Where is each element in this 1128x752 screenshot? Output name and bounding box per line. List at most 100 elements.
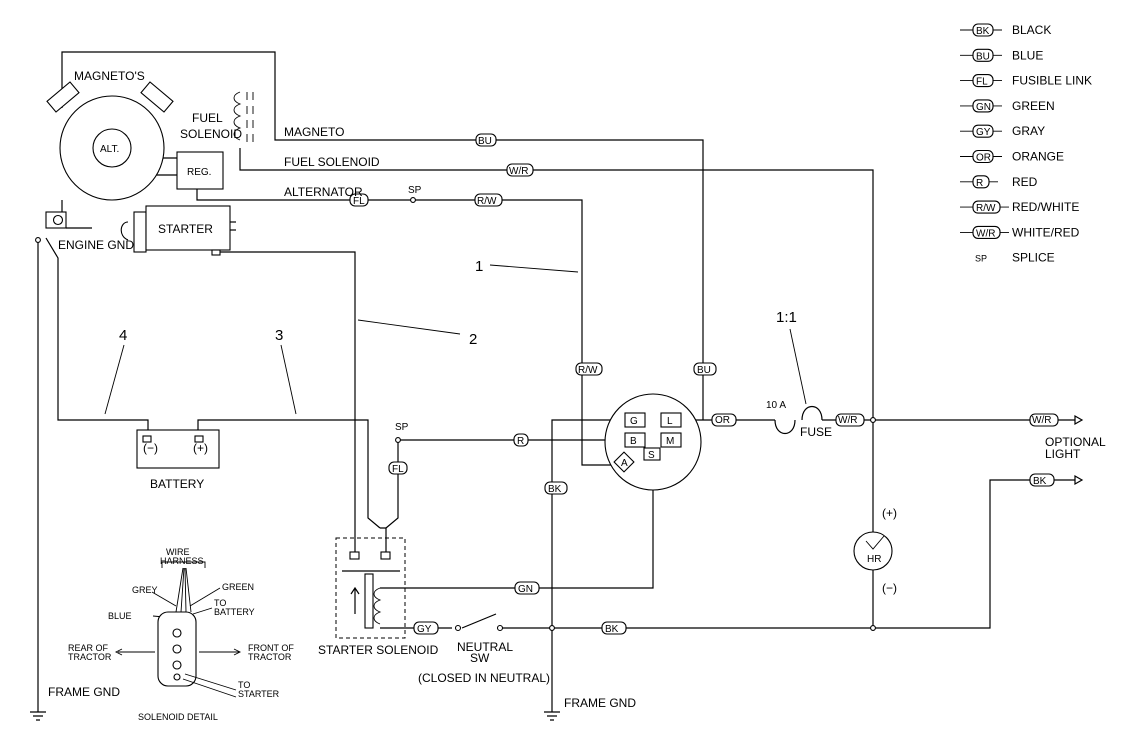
legend-label: WHITE/RED — [1012, 225, 1080, 239]
detail-green: GREEN — [222, 582, 254, 592]
callout-1-1: 1:1 — [776, 309, 797, 326]
terminal-a: A — [621, 458, 628, 469]
magneto-left — [46, 81, 80, 113]
splice-dots — [35, 197, 876, 631]
label-splice-top: SP — [408, 185, 422, 196]
label-hr-neg: (−) — [882, 581, 897, 595]
detail-to-1: TO — [214, 598, 226, 608]
legend-code: BU — [976, 51, 990, 62]
label-neutral: NEUTRAL — [457, 640, 513, 654]
tag-bu-switch: BU — [697, 365, 711, 376]
label-alt: ALT. — [100, 144, 119, 155]
callout-2: 2 — [469, 331, 477, 348]
label-sw: SW — [470, 651, 490, 665]
tag-bk-ground: BK — [548, 484, 562, 495]
label-fuse: FUSE — [800, 425, 832, 439]
detail-rear-of: REAR OF — [68, 643, 109, 653]
label-magnetos: MAGNETO'S — [74, 69, 145, 83]
tag-rw-switch: R/W — [578, 365, 598, 376]
detail-wire: WIRE — [166, 547, 190, 557]
callout-4: 4 — [119, 327, 127, 344]
label-wire-magneto: MAGNETO — [284, 125, 344, 139]
light-connectors — [1074, 414, 1084, 486]
label-fuel-solenoid-1: FUEL — [192, 111, 223, 125]
wire-paths — [37, 51, 1075, 712]
callout-1: 1 — [475, 258, 483, 275]
label-reg: REG. — [187, 167, 211, 178]
label-frame-gnd-left: FRAME GND — [48, 685, 120, 699]
legend-item: SP SPLICE — [975, 251, 1055, 265]
terminal-b: B — [630, 436, 637, 447]
terminal-m: M — [666, 436, 674, 447]
detail-starter: STARTER — [238, 689, 280, 699]
label-closed-in-neutral: (CLOSED IN NEUTRAL) — [418, 671, 550, 685]
legend-code: GN — [976, 102, 991, 113]
label-wire-alternator: ALTERNATOR — [284, 185, 363, 199]
wire-labels: MAGNETO FUEL SOLENOID ALTERNATOR SP SP — [284, 125, 422, 433]
legend-code: W/R — [976, 228, 995, 239]
label-engine-gnd: ENGINE GND — [58, 238, 134, 252]
label-fuel-solenoid-2: SOLENOID — [180, 127, 242, 141]
legend-code: R — [976, 178, 983, 189]
hour-meter — [853, 531, 893, 571]
label-frame-gnd-right: FRAME GND — [564, 696, 636, 710]
label-battery-pos: (+) — [193, 441, 208, 455]
wire-fuel-solenoid-wr — [239, 148, 874, 420]
fuel-solenoid-coil — [233, 91, 254, 142]
legend-item: BU BLUE — [960, 48, 1043, 62]
legend-code: SP — [975, 254, 987, 264]
wire-alternator-rw — [196, 188, 622, 466]
tag-bk-neutral: BK — [605, 624, 619, 635]
label-hr: HR — [867, 554, 881, 565]
label-starter: STARTER — [158, 222, 213, 236]
alternator — [92, 128, 132, 168]
regulator — [176, 151, 224, 190]
detail-blue: BLUE — [108, 611, 132, 621]
label-fuse-rating: 10 A — [766, 400, 786, 411]
legend-code: R/W — [976, 203, 996, 214]
terminal-l: L — [667, 416, 673, 427]
terminal-g: G — [630, 416, 638, 427]
tag-fl-alternator: FL — [353, 196, 365, 207]
tag-gy: GY — [417, 624, 432, 635]
detail-grey: GREY — [132, 585, 158, 595]
tag-gn: GN — [518, 584, 533, 595]
label-splice-battery: SP — [395, 422, 409, 433]
legend-label: RED/WHITE — [1012, 200, 1079, 214]
detail-battery: BATTERY — [214, 607, 255, 617]
wire-battery-neg — [45, 237, 149, 436]
legend-code: BK — [976, 26, 990, 37]
tag-wr-fuse: W/R — [838, 415, 857, 426]
legend-code: OR — [976, 153, 991, 164]
legend-label: GREEN — [1012, 99, 1055, 113]
tag-wr-fuel: W/R — [509, 166, 528, 177]
switch-terminals: G L B M A S — [621, 416, 674, 469]
wire-battery-pos — [197, 419, 381, 529]
detail-title: SOLENOID DETAIL — [138, 712, 218, 722]
legend-label: SPLICE — [1012, 251, 1055, 265]
callout-leaders — [104, 264, 807, 415]
fuse-symbol — [774, 405, 823, 435]
label-battery-neg: (−) — [143, 441, 158, 455]
wire-bk-hr — [500, 479, 1075, 629]
label-starter-solenoid: STARTER SOLENOID — [318, 643, 439, 657]
label-hr-pos: (+) — [882, 506, 897, 520]
tag-rw-alternator: R/W — [477, 196, 497, 207]
legend-label: BLUE — [1012, 48, 1043, 62]
wire-fusible-link — [385, 440, 399, 529]
legend-item: GN GREEN — [960, 99, 1055, 113]
tag-bu-magneto: BU — [478, 136, 492, 147]
label-light: LIGHT — [1045, 447, 1081, 461]
detail-harness: HARNESS — [160, 556, 204, 566]
starter-motor — [120, 205, 236, 256]
tag-fl-solenoid: FL — [392, 464, 404, 475]
terminal-s: S — [648, 450, 655, 461]
starter-solenoid — [335, 537, 406, 639]
tag-bk-light: BK — [1033, 476, 1047, 487]
wire-tags: BU W/R FL R/W R/W BU OR W/R W/R R FL BK … — [349, 133, 1059, 635]
